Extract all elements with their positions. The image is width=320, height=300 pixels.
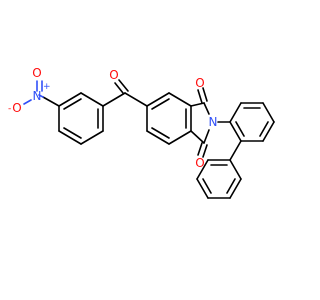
biaryl-bond bbox=[229, 140, 242, 161]
molecule-diagram: N + O O - O O O N bbox=[8, 66, 275, 199]
imide-ring: O O N bbox=[190, 76, 218, 170]
biphenyl-ring-b bbox=[196, 159, 242, 199]
structure-canvas: N + O O - O O O N bbox=[8, 66, 275, 199]
nitro-group: N + O O - bbox=[8, 66, 60, 115]
isoindoline-benzo-ring bbox=[146, 92, 192, 145]
nitro-oxygen-charge: - bbox=[8, 104, 11, 114]
biphenyl-ring-a bbox=[229, 102, 275, 142]
nitro-oxygen-top-label: O bbox=[32, 66, 41, 80]
ketone-oxygen-label: O bbox=[109, 68, 118, 82]
imide-oxygen-top-label: O bbox=[195, 76, 204, 90]
nitrophenyl-ring bbox=[58, 92, 104, 145]
nitro-oxygen-anion-label: O bbox=[12, 101, 21, 115]
imide-oxygen-bottom-label: O bbox=[195, 156, 204, 170]
imide-nitrogen-label: N bbox=[209, 115, 218, 129]
nitro-nitrogen-label: N bbox=[33, 89, 42, 103]
ketone-group: O bbox=[102, 68, 148, 107]
nitro-nitrogen-charge: + bbox=[43, 82, 51, 92]
